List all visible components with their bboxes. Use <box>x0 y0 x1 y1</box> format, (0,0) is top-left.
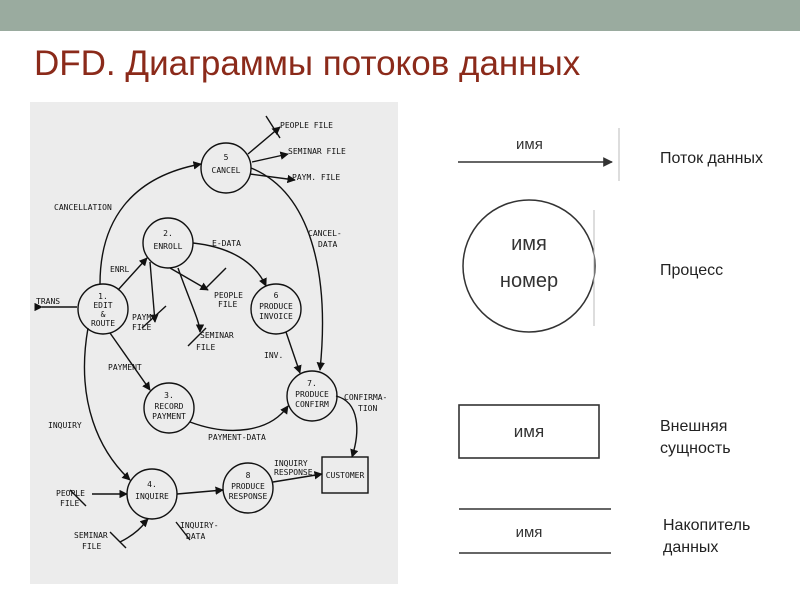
flow-payment <box>109 332 151 391</box>
process-1-name-1: EDIT <box>93 301 112 310</box>
legend-entity-label-1: Внешняя <box>660 418 728 435</box>
process-1-circle <box>77 283 129 335</box>
flow-enrl <box>117 257 148 291</box>
label-inquiry-response-2: RESPONSE <box>274 468 313 477</box>
flow-inquiry <box>83 327 131 481</box>
dfd-diagram: 5 CANCEL 2. ENROLL 1. EDIT & ROUTE 6 PRO… <box>34 115 387 551</box>
process-8-number: 8 <box>246 471 251 480</box>
flow-e-data <box>192 242 267 287</box>
label-paym-file-mid-2: FILE <box>132 323 151 332</box>
label-inquiry-data-2: DATA <box>186 532 205 541</box>
label-people-file-low-2: FILE <box>60 499 79 508</box>
store-stroke-1 <box>265 115 281 139</box>
store-stroke-5 <box>69 489 87 507</box>
label-payment: PAYMENT <box>108 363 142 372</box>
legend-entity-box <box>458 404 600 459</box>
process-3-name-1: RECORD <box>155 402 184 411</box>
process-3-circle <box>143 382 195 434</box>
legend-process-label: Процесс <box>660 262 724 279</box>
label-people-file-top: PEOPLE FILE <box>280 121 333 130</box>
process-4-number: 4. <box>147 480 157 489</box>
process-2-name: ENROLL <box>154 242 183 251</box>
flow-seminar-file-mid <box>177 267 205 333</box>
label-payment-data: PAYMENT-DATA <box>208 433 266 442</box>
label-seminar-file-low-2: FILE <box>82 542 101 551</box>
store-stroke-4 <box>187 327 207 347</box>
store-stroke-6 <box>109 531 127 549</box>
flow-cancellation <box>99 161 202 285</box>
legend-process-circle <box>462 199 596 333</box>
label-paym-file-top: PAYM. FILE <box>292 173 340 182</box>
flow-inv <box>285 331 302 374</box>
label-seminar-file-mid-1: SEMINAR <box>200 331 234 340</box>
legend-store-label-1: Накопитель <box>663 517 751 534</box>
legend-store-name: имя <box>516 524 543 541</box>
label-seminar-file-top: SEMINAR FILE <box>288 147 346 156</box>
process-7-number: 7. <box>307 379 317 388</box>
process-5-number: 5 <box>224 153 229 162</box>
label-confirmation-1: CONFIRMA- <box>344 393 387 402</box>
legend-flow-label: Поток данных <box>660 150 763 167</box>
top-bar <box>0 0 800 31</box>
label-seminar-file-mid-2: FILE <box>196 343 215 352</box>
label-inquiry-data-1: INQUIRY- <box>180 521 219 530</box>
label-trans: TRANS <box>36 297 60 306</box>
label-e-data: E-DATA <box>212 239 241 248</box>
label-people-file-low-1: PEOPLE <box>56 489 85 498</box>
label-cancel-data-2: DATA <box>318 240 337 249</box>
process-7-name-2: CONFIRM <box>295 400 329 409</box>
process-6-number: 6 <box>274 291 279 300</box>
process-6-name-1: PRODUCE <box>259 302 293 311</box>
process-6-name-2: INVOICE <box>259 312 293 321</box>
process-7-name-1: PRODUCE <box>295 390 329 399</box>
label-people-file-mid-2: FILE <box>218 300 237 309</box>
flow-people-file-mid <box>169 267 209 291</box>
store-stroke-3 <box>141 305 167 329</box>
flow-seminar-file-top <box>251 151 289 163</box>
flow-paym-file-top <box>249 173 296 184</box>
slide-title: DFD. Диаграммы потоков данных <box>34 44 581 83</box>
process-8-name-1: PRODUCE <box>231 482 265 491</box>
flow-people-file-top <box>247 126 281 155</box>
flow-seminar-file-low <box>119 518 149 543</box>
process-1-name-3: ROUTE <box>91 319 115 328</box>
process-3-number: 3. <box>164 391 174 400</box>
external-entity-customer: CUSTOMER <box>326 471 365 480</box>
process-1-name-2: & <box>101 310 106 319</box>
flow-confirmation <box>335 395 359 458</box>
flow-cancel-data <box>250 167 325 371</box>
process-2-number: 2. <box>163 229 173 238</box>
legend-entity-name: имя <box>514 422 544 441</box>
flow-paym-file-mid <box>149 261 159 323</box>
label-enrl: ENRL <box>110 265 129 274</box>
label-people-file-mid-1: PEOPLE <box>214 291 243 300</box>
dfd-diagram-panel: 5 CANCEL 2. ENROLL 1. EDIT & ROUTE 6 PRO… <box>30 102 398 584</box>
label-confirmation-2: TION <box>358 404 377 413</box>
flow-payment-data <box>189 405 289 432</box>
label-seminar-file-low-1: SEMINAR <box>74 531 108 540</box>
label-inquiry-response-1: INQUIRY <box>274 459 308 468</box>
process-4-name: INQUIRE <box>135 492 169 501</box>
label-inv: INV. <box>264 351 283 360</box>
flow-inquiry-data <box>176 486 224 495</box>
label-inquiry: INQUIRY <box>48 421 82 430</box>
legend-process-number: номер <box>500 270 558 292</box>
label-cancellation: CANCELLATION <box>54 203 112 212</box>
process-8-name-2: RESPONSE <box>229 492 268 501</box>
legend-entity-label-2: сущность <box>660 440 731 457</box>
legend-process-name: имя <box>511 233 547 255</box>
label-paym-file-mid-1: PAYM. <box>132 313 156 322</box>
flow-inquiry-response <box>272 471 323 483</box>
legend-flow-name: имя <box>516 136 543 153</box>
label-cancel-data-1: CANCEL- <box>308 229 342 238</box>
store-stroke-7 <box>175 521 191 541</box>
store-stroke-2 <box>205 267 227 289</box>
process-3-name-2: PAYMENT <box>152 412 186 421</box>
legend-store-label-2: данных <box>663 539 719 556</box>
process-1-number: 1. <box>98 292 108 301</box>
process-5-name: CANCEL <box>212 166 241 175</box>
process-6-circle <box>250 283 302 335</box>
